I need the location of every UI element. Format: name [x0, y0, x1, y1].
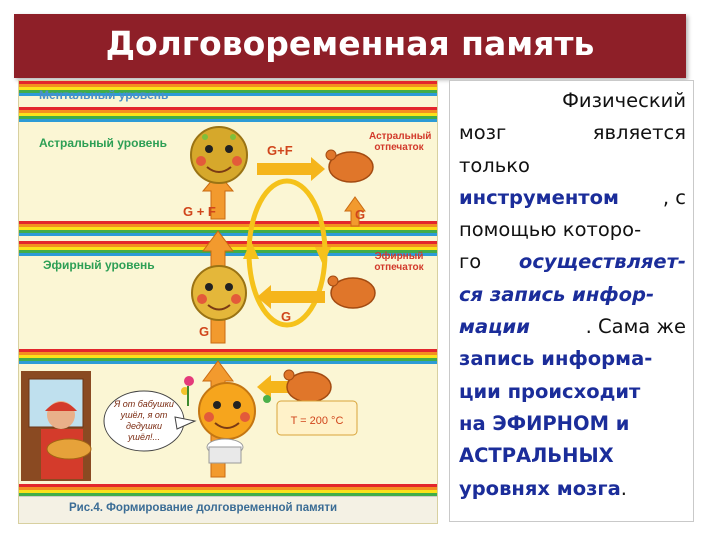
kolobok-astral	[190, 126, 248, 184]
text-span: . Сама же	[585, 315, 686, 339]
text-line-3: только	[459, 150, 686, 182]
force-label-g-plus-f-top: G+F	[267, 143, 293, 158]
flowers-decoration	[181, 376, 271, 406]
etheric-imprint-label: Эфирный отпечаток	[374, 251, 424, 273]
rainbow-band-bottom	[19, 484, 437, 496]
slide-title: Долговоременная память	[105, 24, 595, 63]
text-span: .	[620, 476, 627, 500]
emphasis-text: ся запись инфор-	[459, 282, 655, 306]
figure-caption-bar: Рис.4. Формирование долговременной памят…	[19, 496, 437, 523]
force-label-g-right: G	[355, 207, 366, 222]
slide-title-bar: Долговоременная память	[14, 14, 686, 78]
rainbow-band-astral-etheric	[19, 221, 437, 236]
text-panel: Физический мозг является только инструмен…	[449, 80, 694, 522]
text-line-12: АСТРАЛЬНЫХ	[459, 440, 686, 472]
rainbow-band-mental	[19, 81, 437, 96]
cycle-arrows	[243, 178, 331, 328]
speech-text: Я от бабушки ушёл, я от дедушки ушёл!...	[114, 399, 174, 442]
text-line-1: Физический	[459, 85, 686, 117]
grandma-scene	[21, 371, 92, 481]
rainbow-band-astral-top	[19, 107, 437, 122]
text-span: го	[459, 250, 482, 274]
etheric-imprint-figure	[327, 275, 376, 309]
kolobok-physical	[198, 382, 256, 464]
text-span: только	[459, 153, 530, 177]
text-line-9: запись информа-	[459, 343, 686, 375]
force-label-g-mid: G	[281, 309, 292, 324]
text-line-8: мации . Сама же	[459, 311, 686, 343]
text-span: , с	[662, 185, 686, 209]
kolobok-etheric	[191, 265, 247, 321]
temperature-label: T = 200 °C	[290, 415, 344, 427]
body-paragraph: Физический мозг является только инструмен…	[459, 85, 686, 505]
text-line-6: го осуществляет-	[459, 246, 686, 278]
text-line-11: на ЭФИРНОМ и	[459, 408, 686, 440]
text-line-5: помощью которо-	[459, 214, 686, 246]
emphasis-text: АСТРАЛЬНЫХ	[459, 444, 614, 468]
emphasis-text: уровнях мозга	[459, 476, 621, 500]
text-span: Физический	[562, 89, 686, 112]
text-line-2: мозг является	[459, 117, 686, 149]
emphasis-text: инструментом	[459, 185, 619, 209]
text-line-10: ции происходит	[459, 376, 686, 408]
emphasis-text: ции происходит	[459, 379, 641, 403]
level-label-astral: Астральный уровень	[39, 136, 167, 150]
text-span: является	[592, 121, 686, 145]
oven-figure	[276, 369, 358, 436]
speech-bubble	[103, 390, 197, 452]
text-span: мозг	[459, 121, 507, 145]
level-label-etheric: Эфирный уровень	[43, 258, 155, 272]
emphasis-text: запись информа-	[459, 347, 653, 371]
level-label-mental: Ментальный уровень	[39, 88, 169, 102]
force-label-g-plus-f-left: G + F	[183, 204, 216, 219]
memory-diagram	[19, 81, 437, 496]
force-label-g-left: G	[199, 324, 210, 339]
emphasis-text: осуществляет-	[518, 250, 686, 274]
figure-caption: Рис.4. Формирование долговременной памят…	[69, 502, 338, 514]
text-line-4: инструментом , с	[459, 182, 686, 214]
astral-imprint-label: Астральный отпечаток	[369, 131, 432, 153]
text-line-13: уровнях мозга.	[459, 473, 686, 505]
text-span: помощью которо-	[459, 218, 642, 242]
rainbow-band-physical	[19, 349, 437, 364]
emphasis-text: мации	[459, 315, 530, 339]
emphasis-text: на ЭФИРНОМ и	[459, 411, 630, 435]
text-line-7: ся запись инфор-	[459, 279, 686, 311]
illustration-figure: Ментальный уровень Астральный уровень Эф…	[18, 80, 438, 524]
astral-imprint-figure	[325, 149, 374, 183]
